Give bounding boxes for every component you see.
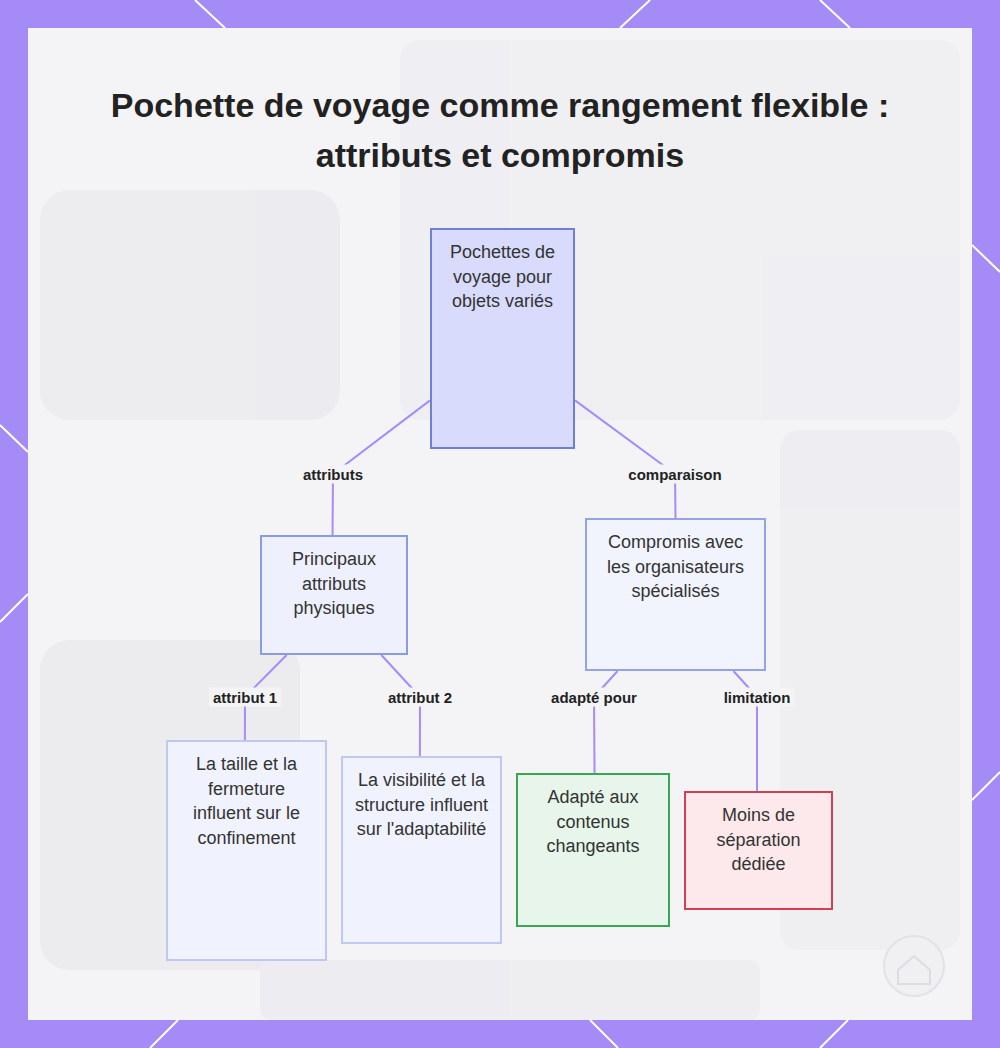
box-text: Principaux attributs physiques (272, 547, 396, 621)
diagram-title: Pochette de voyage comme rangement flexi… (110, 80, 890, 180)
edge-label: comparaison (624, 465, 725, 484)
edge-label: adapté pour (547, 688, 641, 707)
border-line (0, 425, 28, 452)
logo-badge (884, 936, 944, 996)
panel-ground (28, 28, 972, 1020)
box-text: La visibilité et la structure influent s… (353, 768, 490, 842)
concept-box: Compromis avec les organisateurs spécial… (585, 518, 766, 671)
connector-line (575, 400, 676, 518)
faded-photo (40, 40, 960, 1020)
box-text: La taille et la fermeture influent sur l… (178, 752, 315, 850)
border-line (972, 772, 1000, 800)
border-line (620, 0, 650, 28)
concept-box: La taille et la fermeture influent sur l… (166, 740, 327, 961)
edge-label: limitation (720, 688, 795, 707)
faded-shape (260, 960, 760, 1020)
border-line (195, 0, 225, 28)
border-line (820, 0, 850, 28)
border-line (0, 594, 28, 622)
box-text: Adapté aux contenus changeants (528, 785, 658, 859)
logo-house (898, 956, 930, 984)
box-text: Pochettes de voyage pour objets variés (442, 240, 563, 314)
faded-shape (40, 190, 340, 420)
border-line (820, 1020, 848, 1048)
edge-label: attribut 2 (384, 688, 456, 707)
concept-box: Principaux attributs physiques (260, 535, 408, 655)
border-line (972, 245, 1000, 272)
edge-label: attributs (299, 465, 367, 484)
border-line (150, 1020, 178, 1048)
connector-line (594, 671, 618, 773)
edge-label: attribut 1 (209, 688, 281, 707)
concept-box: Moins de séparation dédiée (684, 791, 833, 910)
concept-box: Pochettes de voyage pour objets variés (430, 228, 575, 449)
box-text: Compromis avec les organisateurs spécial… (597, 530, 754, 604)
concept-box: La visibilité et la structure influent s… (341, 756, 502, 944)
concept-box: Adapté aux contenus changeants (516, 773, 670, 927)
border-line (590, 1020, 618, 1048)
box-text: Moins de séparation dédiée (696, 803, 821, 877)
